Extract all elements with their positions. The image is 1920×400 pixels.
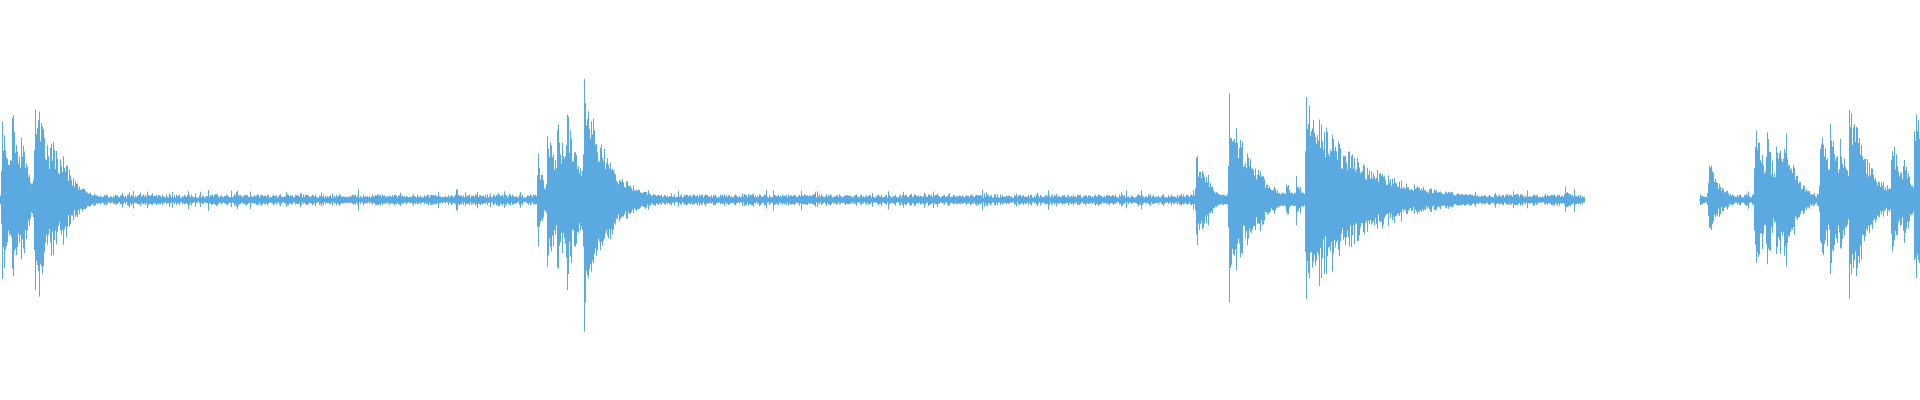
waveform-trace [0,79,1920,332]
waveform-path [0,79,1920,332]
